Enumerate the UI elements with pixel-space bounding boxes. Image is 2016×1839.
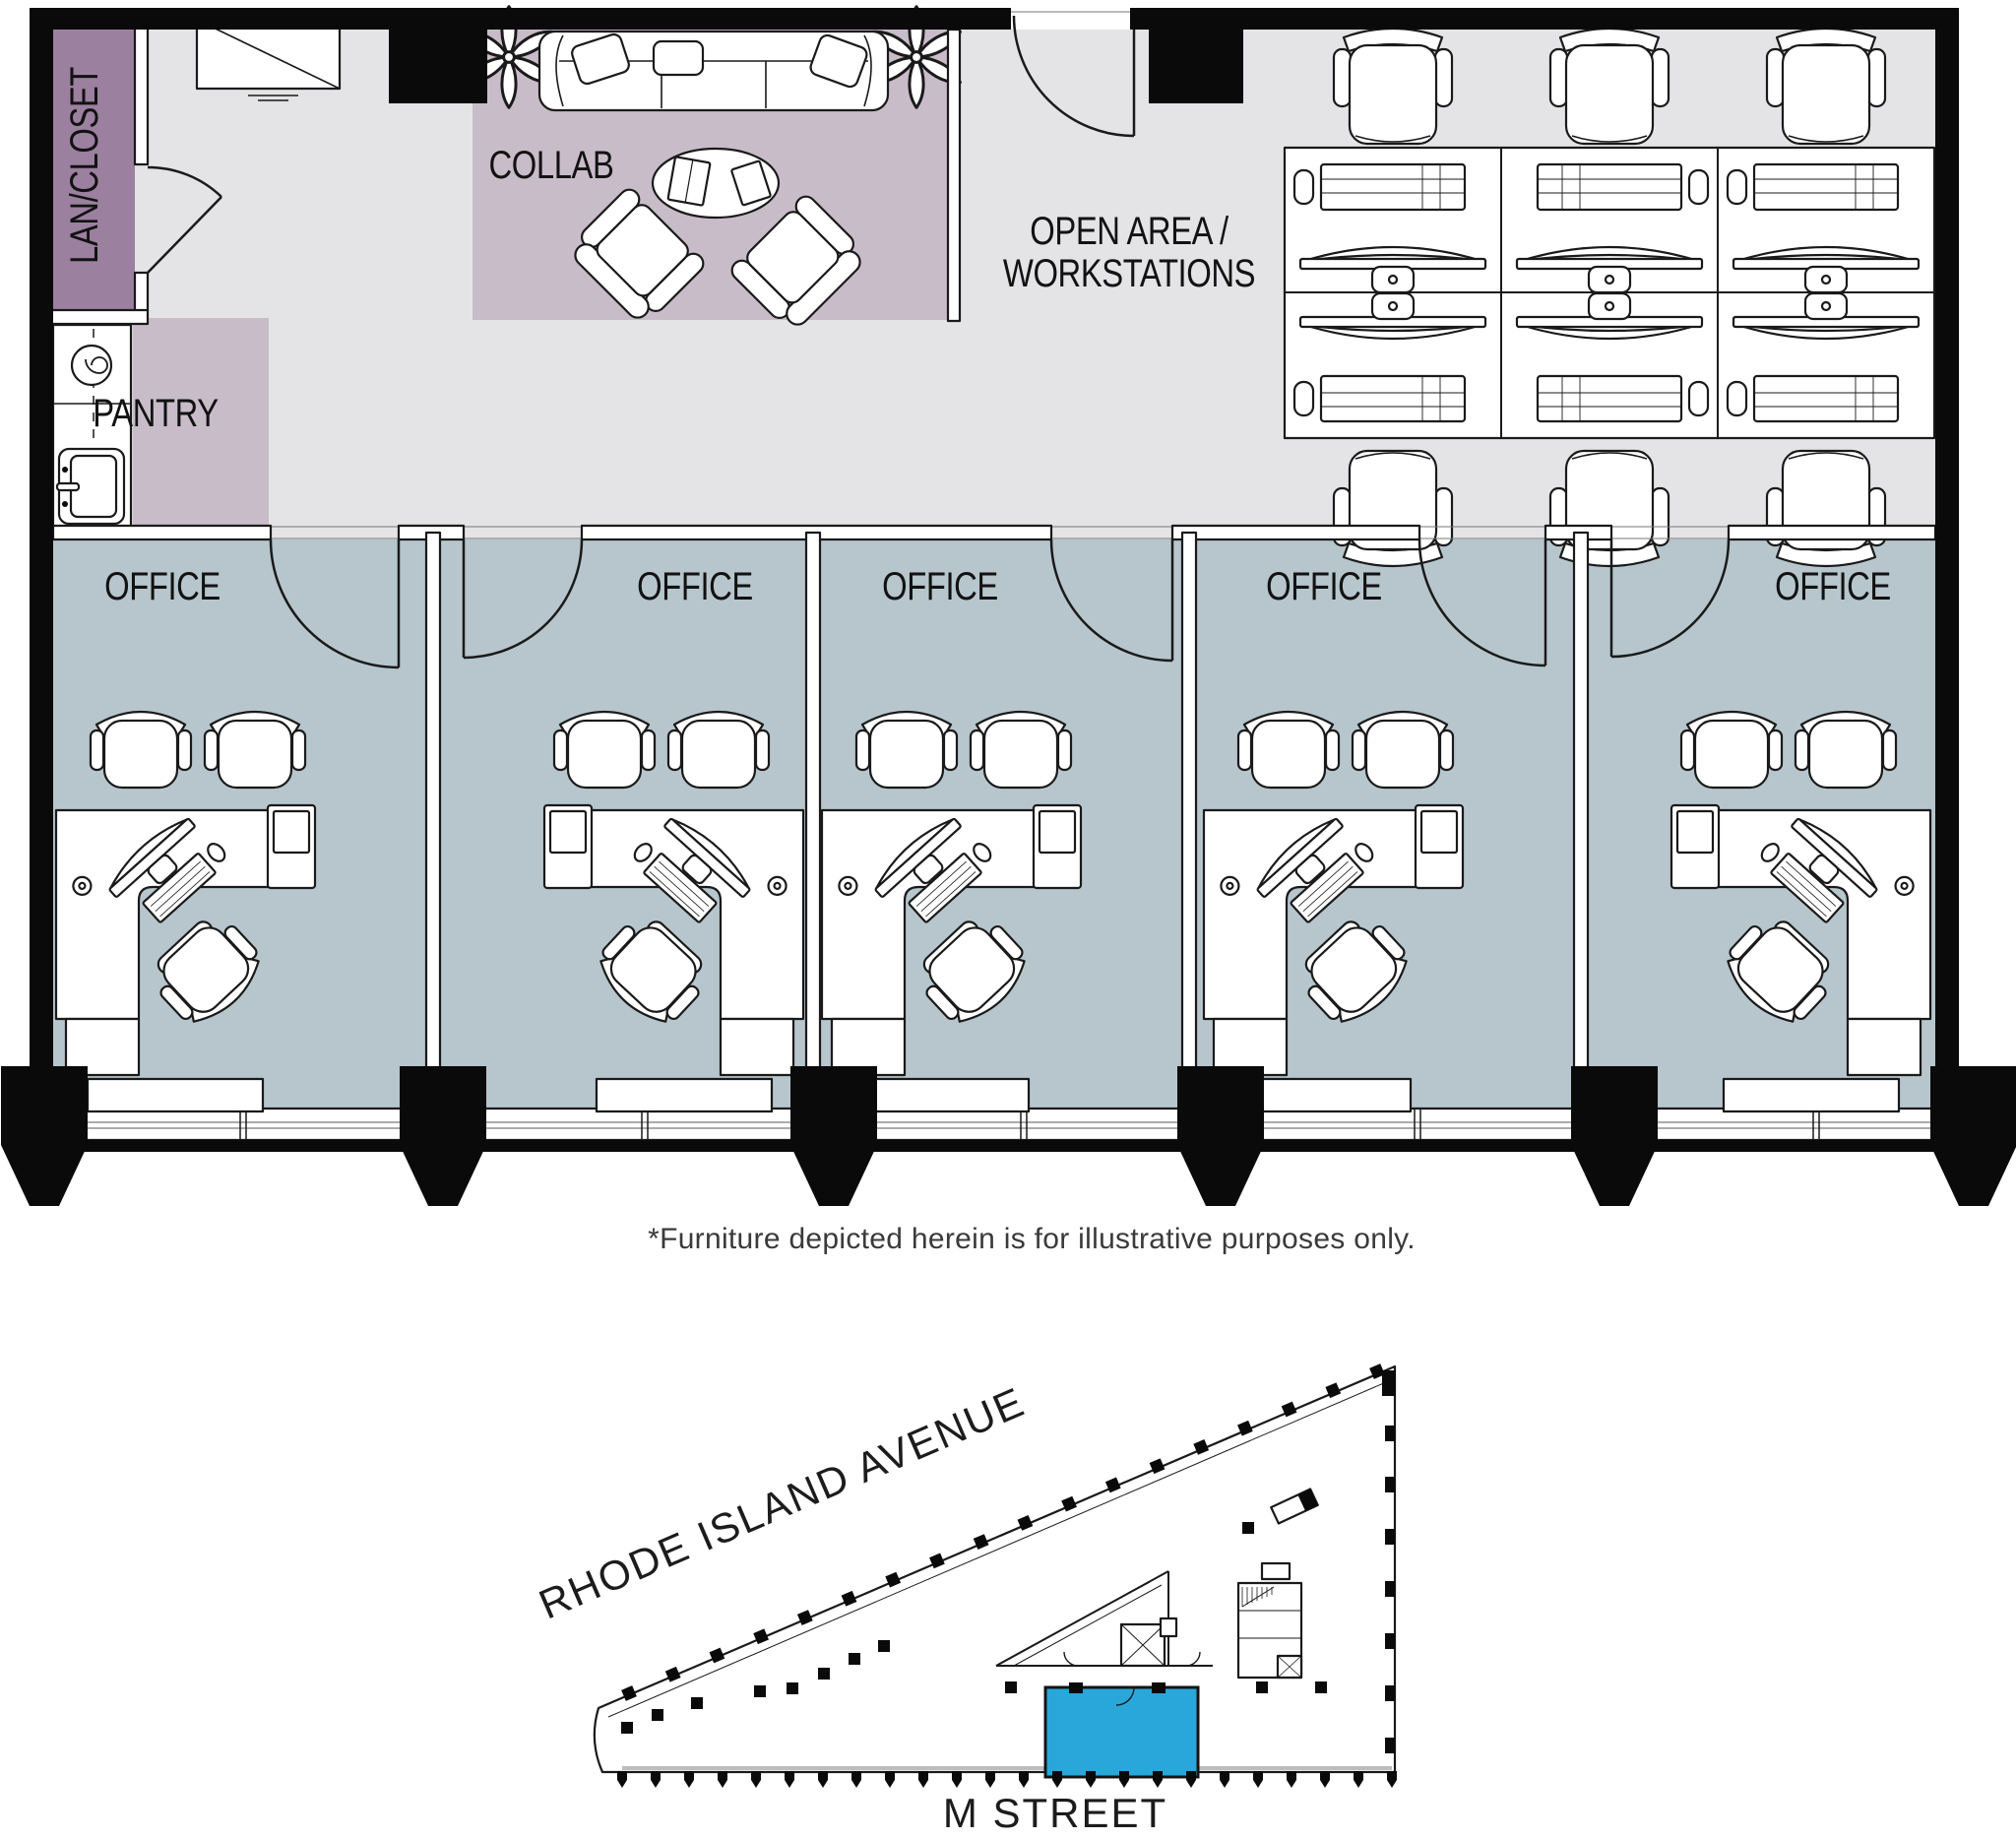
label-collab: COLLAB	[489, 143, 614, 187]
workstation-chair-icon	[1548, 27, 1670, 146]
coffee-maker-icon	[70, 344, 113, 387]
column	[389, 8, 487, 103]
label-m-street: M STREET	[943, 1790, 1167, 1836]
label-open-area-line1: OPEN AREA /	[1030, 209, 1229, 253]
label-office-5: OFFICE	[1775, 564, 1891, 608]
label-office-3: OFFICE	[882, 564, 998, 608]
doors	[147, 11, 1731, 669]
workstation-chair-icon	[1765, 27, 1887, 146]
workstation-chair-icon	[1548, 449, 1670, 568]
exterior-walls	[1, 8, 2016, 1206]
column-mullion	[1571, 1066, 1658, 1206]
keyplan-core	[995, 1488, 1319, 1680]
door-office-4	[1418, 539, 1547, 667]
coffee-table-icon	[651, 147, 781, 220]
key-plan: RHODE ISLAND AVENUE M STREET	[533, 1363, 1397, 1836]
tv-display-icon	[195, 18, 342, 101]
door-entry	[1012, 15, 1136, 138]
column-mullion	[790, 1066, 877, 1206]
collab-furniture	[460, 5, 966, 336]
floor-plan: LAN/CLOSET COLLAB PANTRY OPEN AREA / WOR…	[1, 5, 2016, 1255]
room-labels: LAN/CLOSET COLLAB PANTRY OPEN AREA / WOR…	[62, 67, 1891, 608]
door-lan-closet	[147, 165, 222, 274]
column-mullion	[400, 1066, 486, 1206]
door-office-2	[462, 539, 584, 660]
label-pantry: PANTRY	[93, 391, 219, 435]
column-mullion	[1930, 1066, 2016, 1206]
furniture-disclaimer: *Furniture depicted herein is for illust…	[648, 1223, 1416, 1255]
door-office-5	[1609, 539, 1731, 659]
column-mullion	[1177, 1066, 1264, 1206]
workstation-chair-icon	[1332, 27, 1454, 146]
label-open-area-line2: WORKSTATIONS	[1003, 251, 1255, 295]
keyplan-columns-m-street	[617, 1771, 1397, 1788]
door-office-1	[269, 539, 401, 669]
interior-walls	[49, 13, 1937, 1115]
sink-icon	[55, 447, 126, 526]
label-office-1: OFFICE	[104, 564, 220, 608]
keyplan-columns-east	[1385, 1426, 1395, 1753]
column	[1149, 8, 1243, 103]
column-mullion	[1, 1066, 88, 1206]
sofa-icon	[537, 30, 890, 112]
label-lan-closet: LAN/CLOSET	[62, 67, 106, 264]
zone-lan-closet	[51, 15, 135, 310]
keyplan-highlighted-suite	[1043, 1682, 1200, 1779]
workstation-cluster	[1283, 27, 1936, 568]
workstation-chair-icon	[1332, 449, 1454, 568]
keyplan-building-outline	[593, 1364, 1397, 1774]
door-office-3	[1049, 539, 1174, 663]
window-band	[30, 1107, 1959, 1152]
workstation-chair-icon	[1765, 449, 1887, 568]
label-office-2: OFFICE	[637, 564, 753, 608]
label-office-4: OFFICE	[1266, 564, 1382, 608]
zone-pantry	[133, 318, 269, 529]
pantry-counter	[51, 323, 133, 532]
